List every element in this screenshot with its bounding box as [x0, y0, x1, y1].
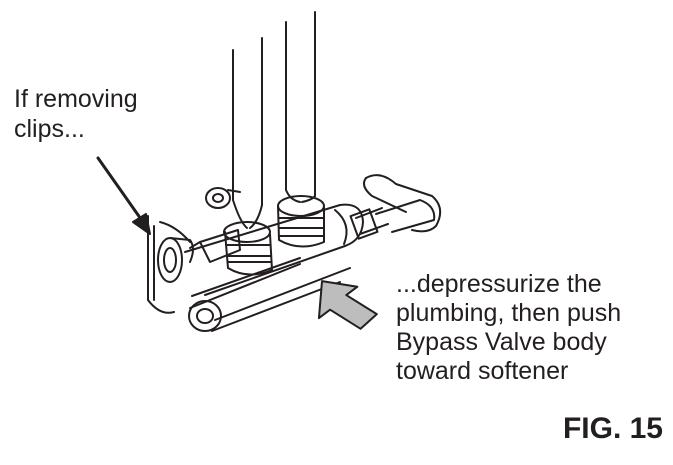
figure-label: FIG. 15 [562, 412, 663, 445]
mounting-plate [189, 229, 241, 263]
push-direction-arrow [317, 280, 378, 330]
depressurize-annotation: ...depressurize the plumbing, then push … [396, 270, 622, 385]
pipe-fitting-right [277, 189, 325, 248]
clips-pointer-arrow [96, 156, 151, 235]
bypass-handle [349, 174, 442, 240]
supply-pipes [232, 11, 316, 206]
clips-annotation: If removing clips... [14, 85, 138, 143]
pipe-fitting-left [223, 199, 273, 276]
clip-adapter [147, 215, 194, 314]
front-port [188, 263, 341, 332]
bypass-valve-body [184, 203, 364, 321]
rear-port [205, 187, 241, 209]
